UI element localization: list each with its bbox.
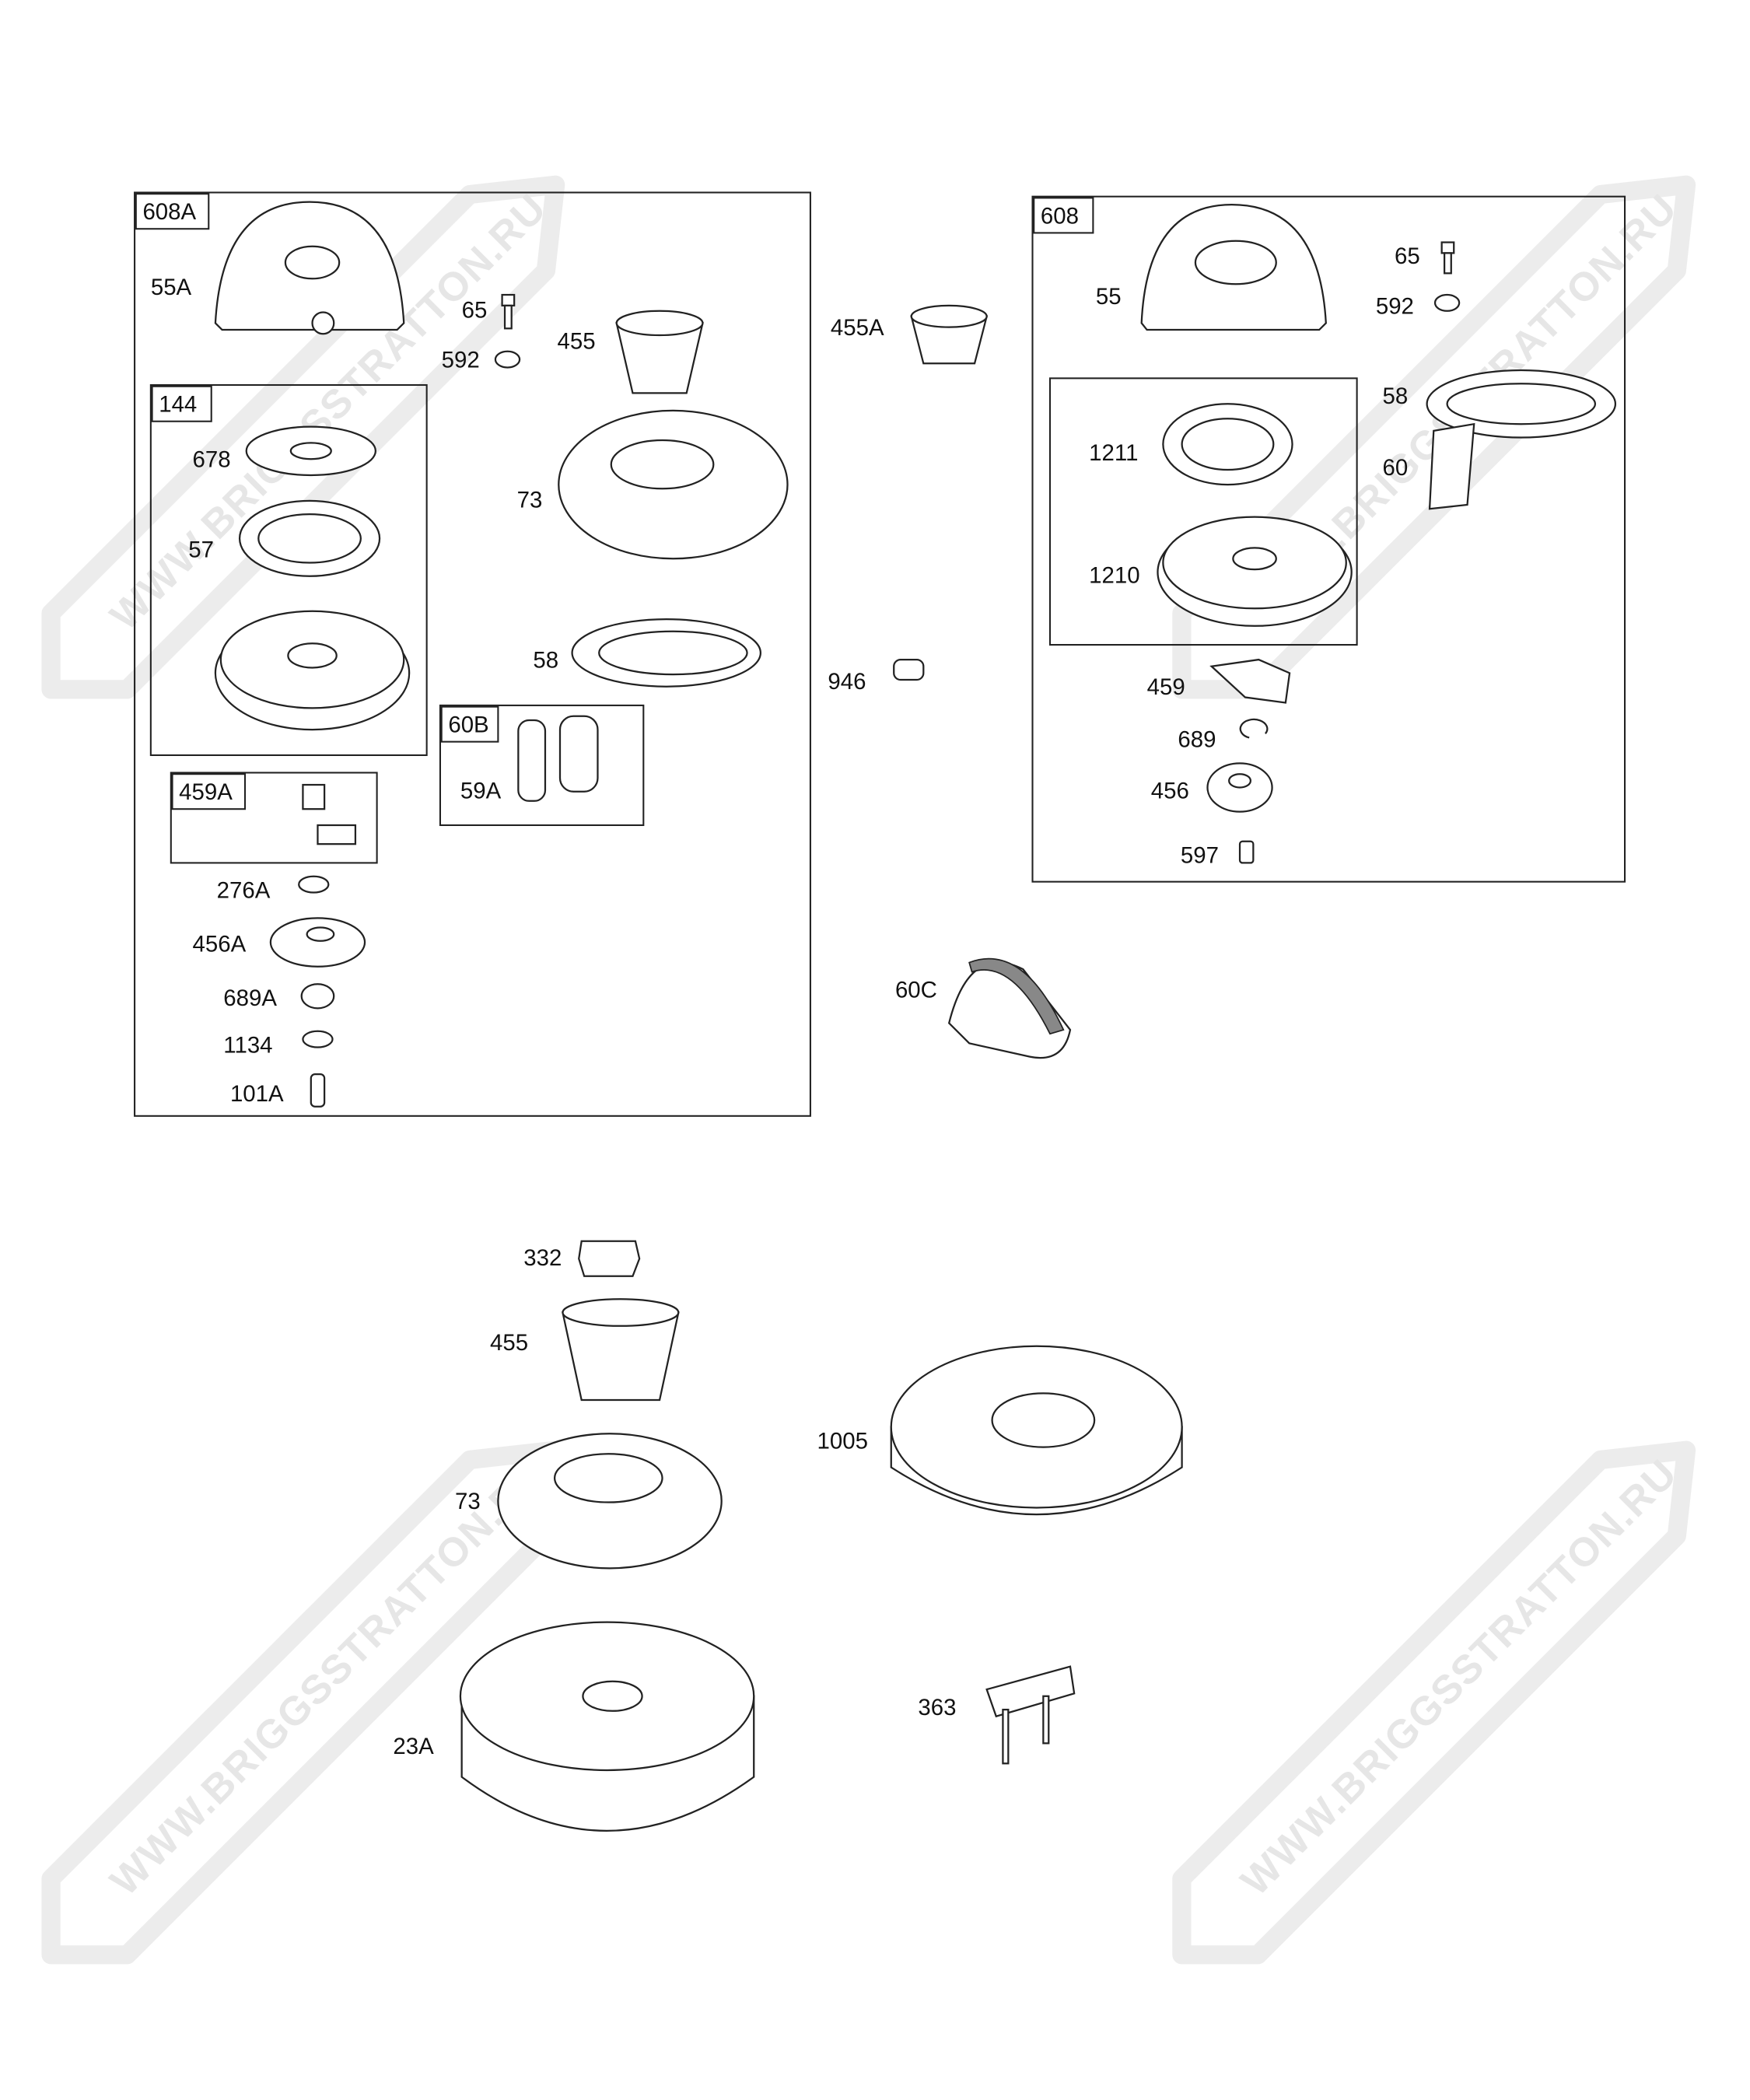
part-57-spring[interactable] — [238, 499, 381, 577]
part-number-label: 459 — [1147, 674, 1185, 700]
part-number-label: 65 — [1395, 243, 1420, 269]
part-number-label: 455 — [558, 328, 596, 354]
part-number-label: 58 — [1382, 383, 1408, 409]
part-455-cup[interactable] — [615, 310, 704, 394]
part-number-label: 455A — [831, 315, 884, 341]
part-number-label: 689A — [223, 985, 277, 1011]
group-frame — [170, 772, 378, 864]
part-number-label: 946 — [828, 669, 866, 695]
part-number-label: 57 — [188, 537, 214, 563]
group-tag — [440, 705, 499, 743]
part-455-cup[interactable] — [562, 1298, 680, 1402]
group-frame — [439, 704, 645, 826]
part-number-label: 456 — [1151, 778, 1189, 803]
part-number-label: 678 — [192, 447, 230, 473]
group-frame — [1031, 195, 1626, 883]
part-number-label: 65 — [462, 297, 488, 323]
part-number-label: 459A — [179, 779, 233, 805]
part-pulley[interactable] — [214, 610, 411, 731]
part-689[interactable] — [1239, 718, 1269, 739]
part-1210-pulley[interactable] — [1157, 516, 1353, 627]
part-456A[interactable] — [269, 917, 366, 968]
part-459[interactable] — [1209, 658, 1291, 704]
part-number-label: 689 — [1178, 727, 1216, 753]
part-number-label: 455 — [490, 1330, 528, 1356]
part-592-nut[interactable] — [494, 350, 521, 369]
part-1005-fan[interactable] — [890, 1345, 1183, 1516]
part-73-screen[interactable] — [497, 1433, 723, 1570]
part-101A[interactable] — [310, 1073, 326, 1108]
part-number-label: 608A — [142, 199, 196, 225]
part-number-label: 1134 — [223, 1032, 272, 1058]
part-332-nut[interactable] — [578, 1240, 641, 1277]
part-number-label: 73 — [455, 1489, 481, 1514]
part-number-label: 60C — [895, 977, 937, 1003]
group-608: 608 55 65 592 58 60 1211 1210 459 689 45… — [1031, 195, 1626, 883]
part-55A-housing[interactable] — [214, 201, 405, 335]
part-23A-flywheel[interactable] — [459, 1621, 755, 1832]
part-678-washer[interactable] — [245, 425, 377, 477]
part-number-label: 332 — [523, 1245, 562, 1271]
part-number-label: 276A — [217, 877, 271, 903]
part-363-bracket[interactable] — [985, 1665, 1076, 1765]
part-number-label: 60 — [1382, 455, 1408, 481]
group-frame — [1048, 377, 1358, 646]
part-number-label: 1210 — [1089, 562, 1139, 588]
part-60-handle[interactable] — [1428, 422, 1475, 510]
part-65-bolt[interactable] — [501, 293, 516, 330]
part-459A-spring[interactable] — [302, 783, 357, 845]
part-number-label: 73 — [517, 487, 543, 513]
group-frame — [149, 383, 428, 756]
group-tag — [1033, 197, 1094, 234]
part-number-label: 597 — [1181, 842, 1219, 868]
part-number-label: 55 — [1096, 284, 1122, 310]
part-55-housing[interactable] — [1140, 203, 1327, 331]
part-number-label: 60B — [448, 712, 488, 738]
part-65-bolt[interactable] — [1440, 241, 1455, 275]
part-number-label: 1211 — [1089, 440, 1138, 466]
part-number-label: 363 — [918, 1695, 956, 1720]
part-455A-cup[interactable] — [910, 304, 989, 365]
watermark-text: WWW.BRIGGSSTRATTON.RU — [1233, 1451, 1686, 1904]
part-60C-handle[interactable] — [947, 957, 1072, 1059]
part-number-label: 101A — [230, 1081, 284, 1107]
part-276A[interactable] — [298, 875, 330, 894]
group-tag — [151, 385, 212, 422]
part-1134[interactable] — [302, 1030, 334, 1048]
part-number-label: 608 — [1041, 203, 1079, 229]
part-number-label: 23A — [393, 1734, 434, 1759]
group-608A: 608A 55A 65 592 455 73 58 144 678 57 60B… — [134, 191, 811, 1117]
part-73-screen[interactable] — [558, 409, 789, 560]
part-number-label: 1005 — [817, 1428, 868, 1454]
group-frame — [134, 191, 811, 1117]
part-number-label: 58 — [533, 647, 558, 673]
part-1211-spring[interactable] — [1162, 403, 1293, 486]
part-number-label: 456A — [192, 932, 246, 957]
part-58-rope[interactable] — [571, 618, 762, 688]
part-number-label: 144 — [159, 392, 197, 418]
group-tag — [171, 773, 247, 810]
part-number-label: 55A — [151, 275, 192, 300]
part-946[interactable] — [893, 658, 925, 681]
part-number-label: 592 — [442, 347, 480, 373]
part-689A[interactable] — [300, 983, 335, 1010]
part-58-rope[interactable] — [1426, 369, 1617, 439]
part-59A-handle[interactable] — [517, 715, 599, 802]
part-592-nut[interactable] — [1433, 293, 1461, 312]
part-456[interactable] — [1206, 762, 1273, 813]
part-number-label: 592 — [1376, 293, 1414, 319]
part-597[interactable] — [1238, 840, 1255, 864]
group-tag — [135, 193, 210, 230]
part-number-label: 59A — [460, 778, 502, 803]
